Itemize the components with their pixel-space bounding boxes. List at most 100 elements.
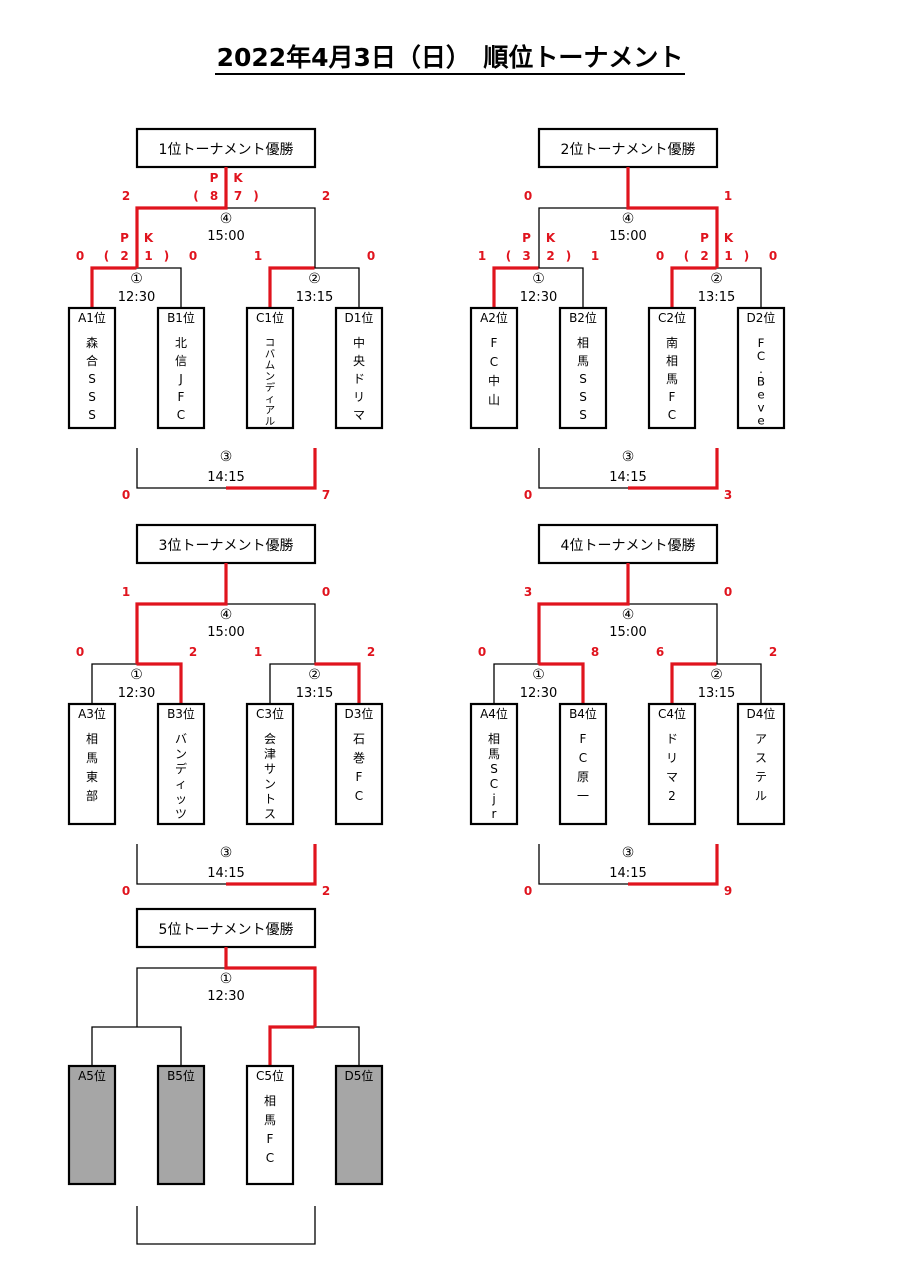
- third-time: 14:15: [207, 470, 244, 485]
- final-score-left: 2: [122, 189, 130, 203]
- final-winner-path: [626, 167, 719, 268]
- third-score-right: 9: [724, 884, 732, 898]
- team-box: [334, 1064, 384, 1186]
- third-score-left: 0: [524, 884, 532, 898]
- team-name-char: デ: [175, 761, 187, 776]
- final-score-right: 2: [322, 189, 330, 203]
- match2-winner-path: [670, 662, 717, 704]
- team-name-char: 馬: [488, 747, 500, 761]
- third-score-left: 0: [524, 488, 532, 502]
- team-name-char: J: [178, 372, 183, 386]
- final-score-left: 0: [524, 189, 532, 203]
- third-number: ③: [622, 845, 635, 861]
- final-time: 12:30: [207, 989, 244, 1004]
- team-name-char: 馬: [264, 1113, 276, 1127]
- match1-score-right: 8: [591, 645, 599, 659]
- pk-paren: ): [744, 249, 749, 263]
- third-time: 14:15: [207, 866, 244, 881]
- team-name-char: S: [88, 408, 96, 422]
- match2-score-left: 1: [254, 645, 262, 659]
- team-name-char: .: [759, 362, 763, 376]
- team-name-char: テ: [755, 770, 767, 784]
- final-score-right: 0: [322, 585, 330, 599]
- team-name-char: C: [266, 1151, 274, 1165]
- team-name-char: ル: [265, 416, 275, 428]
- match1-winner-path: [492, 266, 539, 308]
- match2-pk-left: 2: [700, 249, 708, 263]
- team-name-char: ル: [755, 789, 767, 803]
- team-position: B4位: [569, 706, 597, 721]
- tournament-4: 4位トーナメント優勝A4位相馬SCjrB4位FC原一C4位ドリマ2D4位アステル…: [469, 523, 786, 898]
- pk-label: P: [700, 231, 709, 245]
- match1-bracket: [91, 1026, 182, 1066]
- team-name-char: C: [490, 355, 498, 369]
- third-score-right: 2: [322, 884, 330, 898]
- tournament-header: 5位トーナメント優勝: [159, 922, 294, 938]
- team-name-char: r: [492, 807, 497, 821]
- team-name-char: ッ: [175, 792, 187, 806]
- team-position: B2位: [569, 310, 597, 325]
- pk-label: K: [724, 231, 734, 245]
- match2-score-left: 1: [254, 249, 262, 263]
- match1-pk-left: 2: [120, 249, 128, 263]
- team-name-char: S: [88, 372, 96, 386]
- match2-winner-path: [268, 1025, 315, 1066]
- team-position: A5位: [78, 1068, 106, 1083]
- match1-winner-path: [136, 662, 183, 704]
- team-name-char: マ: [666, 770, 678, 784]
- third-winner-path: [628, 844, 719, 886]
- team-box: [736, 702, 786, 826]
- team-name-char: バ: [265, 348, 275, 360]
- team-name-char: 東: [86, 770, 98, 784]
- match1-time: 12:30: [520, 686, 557, 701]
- team-name-char: 部: [86, 788, 98, 803]
- third-time: 14:15: [609, 866, 646, 881]
- final-time: 15:00: [207, 229, 244, 244]
- match1-score-left: 0: [478, 645, 486, 659]
- match1-time: 12:30: [118, 686, 155, 701]
- final-number: ④: [220, 607, 233, 623]
- final-winner-path: [537, 563, 630, 664]
- match2-time: 13:15: [698, 290, 735, 305]
- team-box: [469, 702, 519, 826]
- match1-score-left: 1: [478, 249, 486, 263]
- match2-number: ②: [710, 271, 723, 287]
- team-position: C4位: [658, 706, 686, 721]
- final-score-left: 1: [122, 585, 130, 599]
- team-box: [334, 306, 384, 430]
- final-winner-path: [135, 167, 228, 268]
- team-position: D3位: [345, 706, 374, 721]
- match1-time: 12:30: [520, 290, 557, 305]
- match2-number: ②: [710, 667, 723, 683]
- team-name-char: S: [88, 390, 96, 404]
- third-number: ③: [220, 449, 233, 465]
- pk-paren: (: [506, 249, 511, 263]
- team-name-char: ン: [175, 747, 187, 761]
- match1-number: ①: [532, 271, 545, 287]
- team-position: A3位: [78, 706, 106, 721]
- third-time: 14:15: [609, 470, 646, 485]
- team-position: A1位: [78, 310, 106, 325]
- tournament-1: 1位トーナメント優勝A1位森合SSSB1位北信JFCC1位コバムンディアルD1位…: [67, 127, 384, 502]
- team-name-char: F: [356, 770, 363, 784]
- team-name-char: 馬: [666, 372, 678, 386]
- third-number: ③: [220, 845, 233, 861]
- final-number: ④: [622, 607, 635, 623]
- pk-label: P: [522, 231, 531, 245]
- tournament-header: 4位トーナメント優勝: [561, 538, 696, 554]
- team-name-char: 原: [577, 770, 589, 784]
- team-name-char: C: [668, 408, 676, 422]
- third-bracket: [136, 1206, 316, 1245]
- tournament-header: 1位トーナメント優勝: [159, 142, 294, 158]
- team-position: C1位: [256, 310, 284, 325]
- team-position: C2位: [658, 310, 686, 325]
- team-name-char: C: [579, 751, 587, 765]
- match2-number: ②: [308, 271, 321, 287]
- team-name-char: 巻: [353, 751, 365, 765]
- final-winner-path: [224, 947, 317, 1027]
- third-winner-path: [226, 844, 317, 886]
- final-time: 15:00: [609, 625, 646, 640]
- third-score-right: 3: [724, 488, 732, 502]
- tournament-header-box: [135, 523, 317, 565]
- match1-score-left: 0: [76, 645, 84, 659]
